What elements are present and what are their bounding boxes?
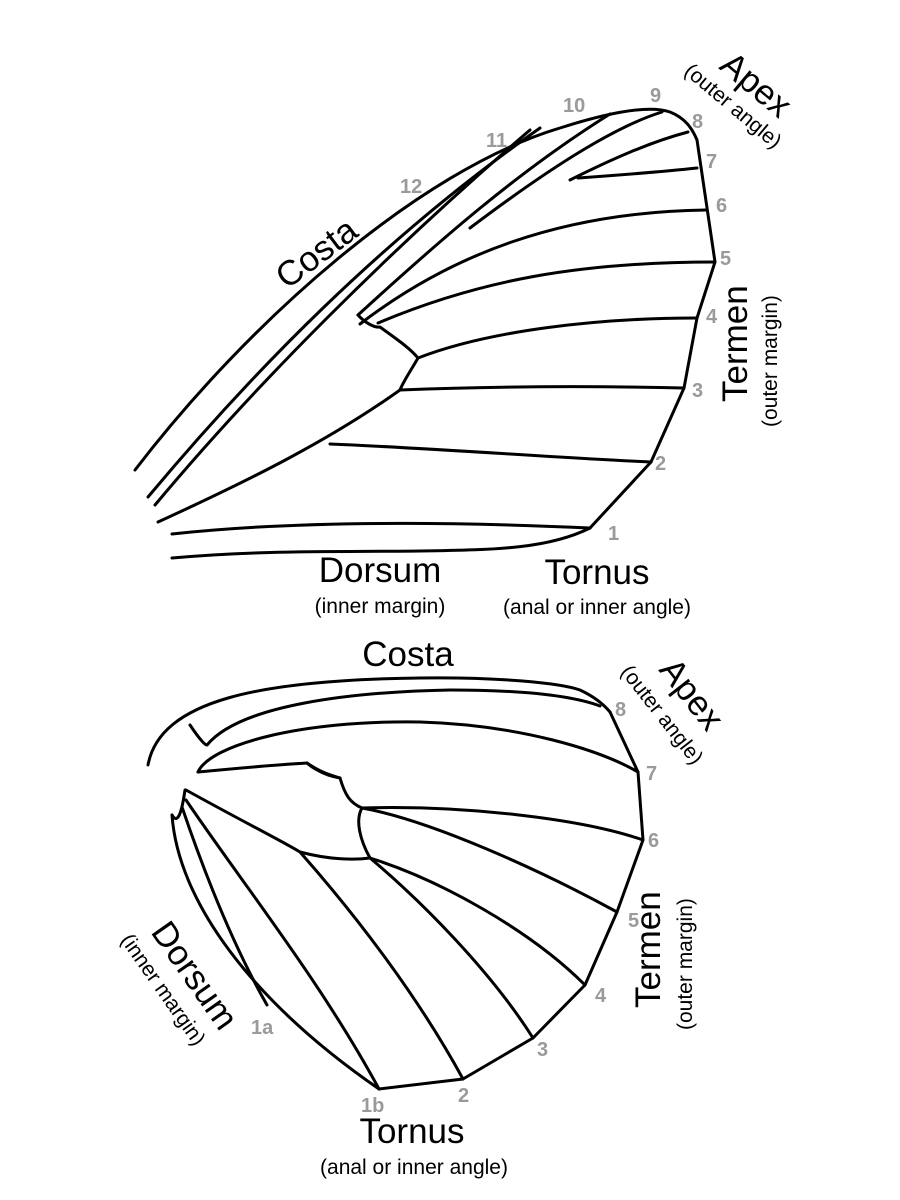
hindwing-termen-label: Termen	[629, 891, 668, 1008]
hindwing-vein-number-2: 2	[458, 1085, 469, 1107]
forewing-vein-number-9: 9	[650, 85, 661, 107]
hindwing-cell-end	[305, 761, 372, 860]
forewing-vein-11	[153, 128, 532, 507]
forewing-dorsum-sublabel: (inner margin)	[315, 595, 446, 618]
forewing-vein-number-1: 1	[608, 523, 619, 545]
forewing-dorsum-edge	[170, 526, 592, 560]
forewing-vein-6	[358, 208, 708, 326]
hindwing-vein-1b	[184, 798, 381, 1091]
forewing-vein-1	[170, 521, 592, 536]
forewing-vein-5	[376, 260, 717, 325]
forewing-vein-number-6: 6	[716, 195, 727, 217]
hindwing-vein-number-6: 6	[648, 830, 659, 852]
forewing-vein-number-8: 8	[692, 111, 703, 133]
forewing-vein-3	[398, 385, 686, 392]
forewing-vein-number-4: 4	[706, 306, 718, 328]
forewing-dorsum-label: Dorsum	[319, 551, 442, 590]
hindwing-vein-4	[368, 856, 587, 987]
forewing-vein-number-7: 7	[706, 151, 717, 173]
forewing-vein-9	[468, 110, 664, 230]
hindwing-vein-number-8: 8	[615, 699, 626, 721]
forewing-vein-number-2: 2	[655, 453, 666, 475]
forewing-cell-end	[356, 313, 420, 392]
hindwing-vein-number-5: 5	[628, 910, 639, 932]
hindwing-vein-5	[360, 806, 619, 914]
hindwing-dorsum-edge	[170, 813, 381, 1091]
forewing-vein-4	[416, 316, 699, 360]
forewing-cell-lower	[156, 388, 402, 524]
hindwing-vein-8	[188, 688, 602, 747]
forewing-vein-number-10: 10	[563, 95, 585, 117]
forewing: 1 2 3 4 5 6 7 8 9 10 11 12 Costa Apex (o…	[133, 44, 799, 619]
hindwing-vein-number-4: 4	[595, 985, 607, 1007]
hindwing-vein-number-1a: 1a	[251, 1017, 274, 1039]
forewing-vein-2	[328, 442, 653, 464]
hindwing-cell-lower	[184, 788, 372, 861]
forewing-vein-number-5: 5	[720, 248, 731, 270]
hindwing-vein-numbers: 1a 1b 2 3 4 5 6 7 8	[251, 699, 659, 1117]
forewing-tornus-sublabel: (anal or inner angle)	[503, 596, 691, 619]
forewing-vein-12	[146, 126, 542, 499]
forewing-termen-sublabel: (outer margin)	[759, 295, 782, 427]
hindwing-vein-number-3: 3	[537, 1039, 548, 1061]
forewing-vein-number-3: 3	[692, 380, 703, 402]
forewing-vein-10	[356, 112, 612, 317]
hindwing-veins	[170, 688, 645, 1091]
forewing-outline	[133, 107, 717, 560]
forewing-termen-label: Termen	[716, 285, 755, 402]
forewing-vein-numbers: 1 2 3 4 5 6 7 8 9 10 11 12	[400, 85, 731, 545]
hindwing-vein-6	[338, 776, 645, 842]
hindwing-vein-7	[196, 720, 640, 774]
forewing-vein-number-12: 12	[400, 176, 422, 198]
hindwing-vein-1a	[180, 805, 269, 1007]
hindwing-vein-2	[298, 850, 465, 1081]
hindwing-vein-inner	[170, 788, 187, 821]
forewing-vein-number-11: 11	[486, 130, 507, 152]
hindwing-termen-sublabel: (outer margin)	[674, 898, 697, 1030]
hindwing-tornus-label: Tornus	[359, 1112, 464, 1151]
forewing-veins	[146, 110, 717, 536]
hindwing-vein-3	[368, 856, 535, 1040]
hindwing: 1a 1b 2 3 4 5 6 7 8 Costa Apex (outer an…	[116, 635, 732, 1179]
hindwing-termen-edge	[377, 710, 645, 1091]
hindwing-outline	[146, 676, 645, 1091]
forewing-vein-7	[576, 166, 699, 180]
hindwing-vein-number-7: 7	[646, 763, 657, 785]
hindwing-costa-edge	[146, 676, 612, 767]
forewing-tornus-label: Tornus	[544, 553, 649, 592]
hindwing-tornus-sublabel: (anal or inner angle)	[320, 1156, 508, 1179]
hindwing-costa-label: Costa	[362, 635, 454, 674]
hindwing-vein-number-1b: 1b	[361, 1095, 384, 1117]
forewing-costa-edge	[133, 107, 717, 530]
forewing-vein-8	[568, 130, 690, 182]
